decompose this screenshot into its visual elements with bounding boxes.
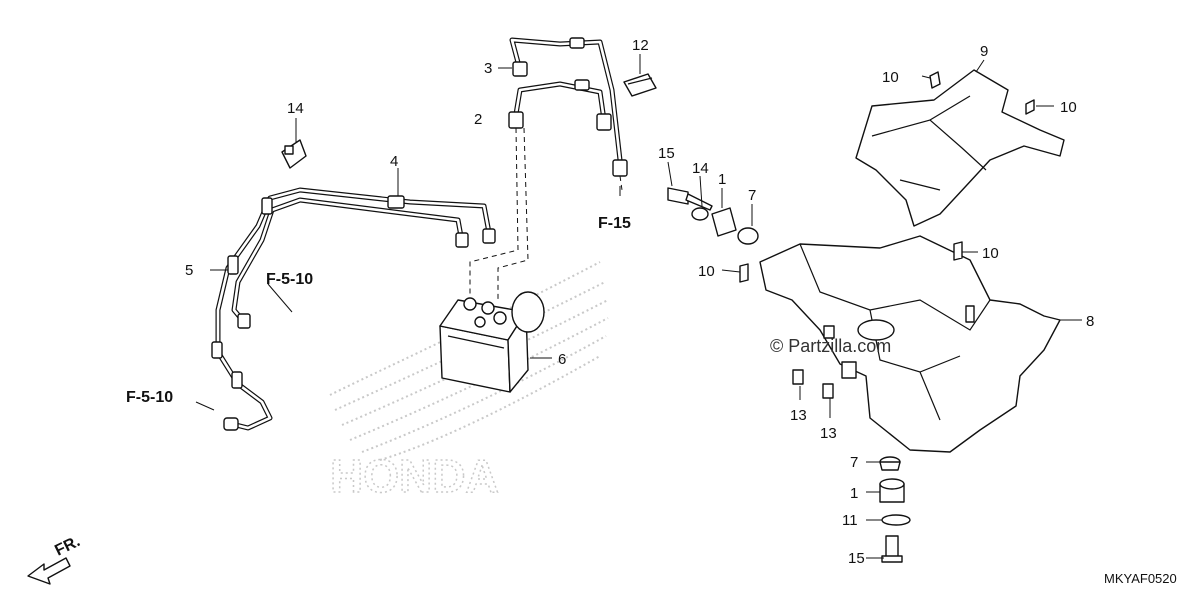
- partzilla-watermark: © Partzilla.com: [770, 336, 891, 356]
- reference-f-5-10-lower: F-5-10: [126, 389, 173, 406]
- callout-10-b: 10: [1060, 99, 1077, 116]
- reference-labels: F-5-10 F-5-10 F-15: [126, 215, 631, 406]
- callout-10-d: 10: [698, 263, 715, 280]
- part-13-clips: [792, 369, 834, 399]
- part-10-screws: [739, 71, 1035, 283]
- callout-8: 8: [1086, 313, 1094, 330]
- callout-14-lower: 11: [842, 512, 858, 529]
- callout-13-a: 13: [790, 407, 807, 424]
- mount-hardware-upper: [667, 187, 759, 245]
- callout-7-upper: 7: [748, 187, 756, 204]
- callout-10-c: 10: [982, 245, 999, 262]
- honda-wing-watermark: HONDA: [329, 261, 609, 503]
- honda-brand-watermark: HONDA: [330, 450, 499, 502]
- callout-15-lower: 15: [848, 550, 865, 567]
- diagram-code: MKYAF0520: [1104, 571, 1177, 586]
- callout-3: 3: [484, 60, 492, 77]
- callout-1-lower: 1: [850, 485, 858, 502]
- brake-pipe-5: [211, 187, 496, 431]
- callout-2: 2: [474, 111, 482, 128]
- callout-13-b: 13: [820, 425, 837, 442]
- callout-10-a: 10: [882, 69, 899, 86]
- part-8-case: [759, 235, 1061, 453]
- callout-12: 12: [632, 37, 649, 54]
- callout-11: 14: [287, 100, 304, 117]
- callout-7-lower: 7: [850, 454, 858, 471]
- callout-5: 5: [185, 262, 193, 279]
- mount-hardware-lower: [879, 456, 911, 563]
- part-12-clip: [623, 73, 657, 97]
- brake-pipe-2-3: [469, 37, 628, 300]
- reference-f-5-10-upper: F-5-10: [266, 271, 313, 288]
- callout-9: 9: [980, 43, 988, 60]
- callout-labels: 14 4 5 6 3 2 12 15 14 1 7 9 10 10 10 10 …: [185, 37, 1094, 567]
- callout-15-upper: 15: [658, 145, 675, 162]
- abs-modulator: [439, 291, 545, 393]
- reference-f-15: F-15: [598, 215, 631, 232]
- callout-4: 4: [390, 153, 398, 170]
- callout-6: 6: [558, 351, 566, 368]
- callout-14-upper: 14: [692, 160, 709, 177]
- front-arrow: FR.: [27, 533, 83, 585]
- front-arrow-label: FR.: [52, 533, 83, 560]
- callout-1-upper: 1: [718, 171, 726, 188]
- leader-lines: [195, 54, 1082, 559]
- part-9-cover: [855, 69, 1065, 227]
- part-11-bracket: [281, 139, 307, 169]
